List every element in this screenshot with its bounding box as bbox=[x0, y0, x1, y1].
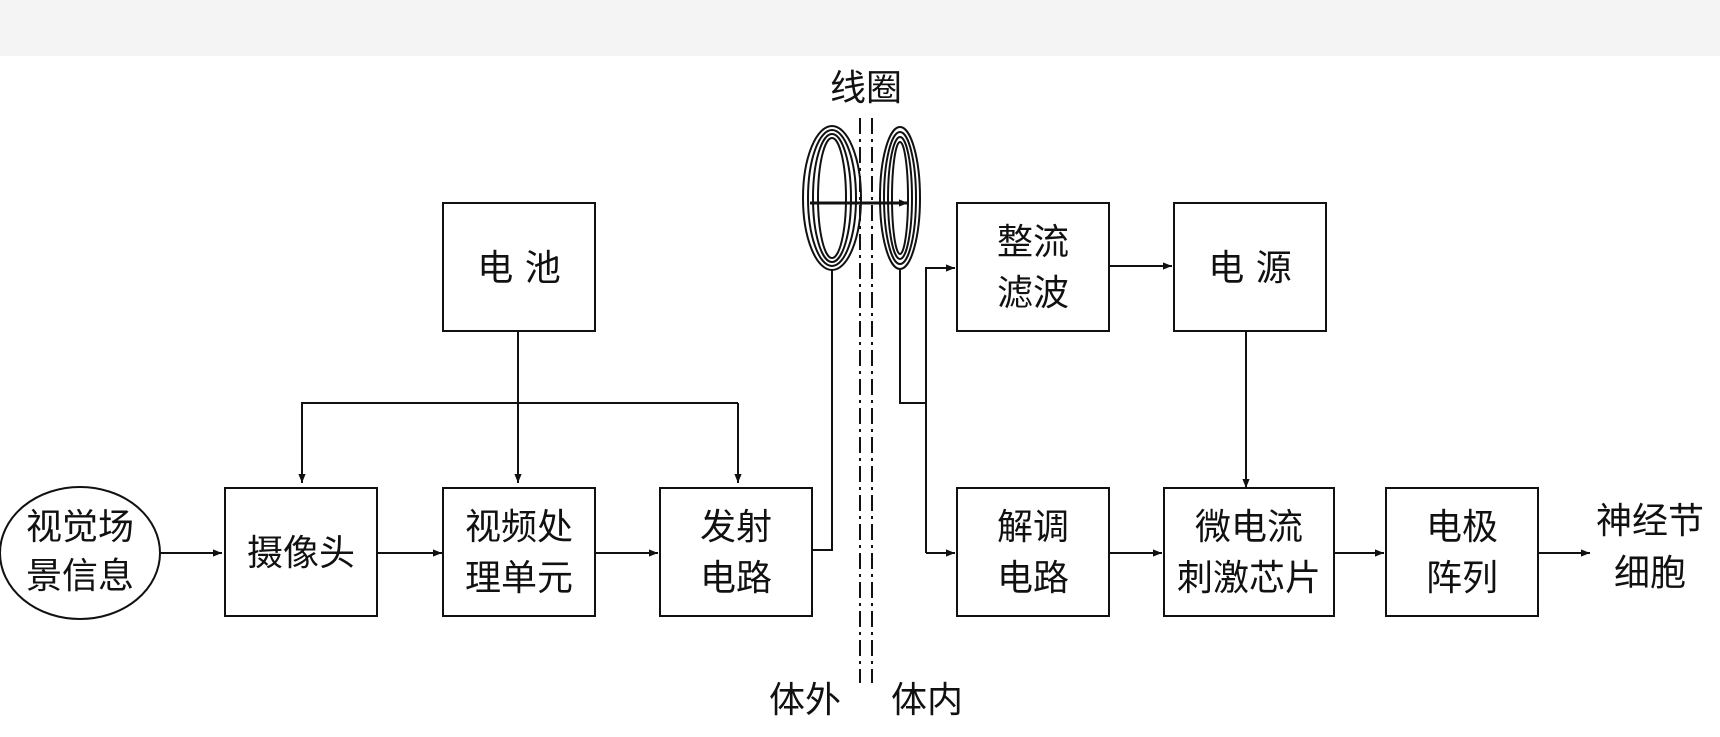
video-label-2: 理单元 bbox=[465, 558, 573, 599]
camera-label: 摄像头 bbox=[247, 533, 355, 574]
scene-label-2: 景信息 bbox=[26, 556, 134, 597]
power-label: 电 源 bbox=[1208, 248, 1291, 289]
top-band bbox=[0, 0, 1720, 56]
blocks bbox=[0, 202, 1539, 620]
arrow-battery-to-camera bbox=[298, 402, 738, 483]
transmit-label-1: 发射 bbox=[700, 507, 772, 548]
inside-label: 体内 bbox=[891, 680, 963, 721]
connectors bbox=[160, 262, 1590, 557]
camera-box bbox=[224, 487, 378, 617]
demod-box bbox=[956, 487, 1110, 617]
electrode-box bbox=[1385, 487, 1539, 617]
coil-label: 线圈 bbox=[830, 68, 902, 109]
demod-label-2: 电路 bbox=[997, 558, 1069, 599]
video-label-1: 视频处 bbox=[465, 507, 573, 548]
coil-outer bbox=[802, 125, 862, 271]
power-box bbox=[1173, 202, 1327, 332]
chip-box bbox=[1163, 487, 1335, 617]
chip-label-2: 刺激芯片 bbox=[1177, 558, 1321, 599]
block-labels: 视觉场 景信息 摄像头 电 池 视频处 理单元 发射 电路 整流 滤波 电 源 … bbox=[26, 68, 1704, 721]
rectify-label-2: 滤波 bbox=[997, 273, 1069, 314]
video-box bbox=[442, 487, 596, 617]
electrode-label-2: 阵列 bbox=[1426, 558, 1498, 599]
outside-label: 体外 bbox=[769, 680, 841, 721]
arrow-coil-to-rectify bbox=[925, 264, 955, 553]
battery-box bbox=[442, 202, 596, 332]
electrode-label-1: 电极 bbox=[1426, 507, 1498, 548]
chip-label-1: 微电流 bbox=[1195, 507, 1303, 548]
neuron-label-2: 细胞 bbox=[1614, 553, 1686, 594]
scene-label-1: 视觉场 bbox=[26, 507, 134, 548]
battery-label: 电 池 bbox=[477, 248, 560, 289]
neuron-label-1: 神经节 bbox=[1596, 501, 1704, 542]
wire-transmit-to-coil bbox=[812, 270, 833, 551]
coil-inner bbox=[879, 126, 921, 270]
wire-coil-out bbox=[899, 270, 926, 404]
scene-node bbox=[0, 486, 161, 620]
transmit-box bbox=[659, 487, 813, 617]
rectify-box bbox=[956, 202, 1110, 332]
rectify-label-1: 整流 bbox=[997, 222, 1069, 263]
demod-label-1: 解调 bbox=[997, 507, 1069, 548]
transmit-label-2: 电路 bbox=[700, 558, 772, 599]
